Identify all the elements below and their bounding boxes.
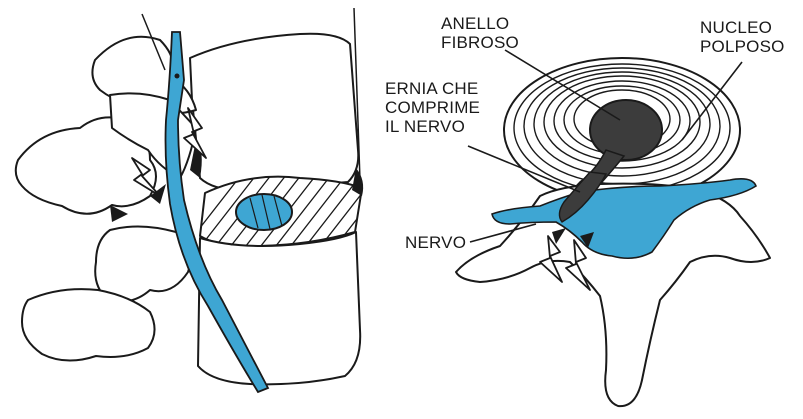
nerve-dot [175, 74, 180, 79]
label-ernia-line3: IL NERVO [385, 117, 480, 136]
label-ernia-line2: COMPRIME [385, 98, 480, 117]
label-ernia-line1: ERNIA CHE [385, 79, 480, 98]
lower-process [95, 226, 190, 301]
label-nervo: NERVO [405, 233, 466, 252]
nucleus-lateral [236, 194, 292, 230]
label-ernia: ERNIA CHE COMPRIME IL NERVO [385, 79, 480, 136]
label-anello-line2: FIBROSO [441, 33, 519, 52]
label-nucleo-polposo: NUCLEO POLPOSO [700, 18, 785, 56]
label-nucleo-line1: NUCLEO [700, 18, 785, 37]
lateral-spine-view [16, 34, 362, 385]
upper-vertebra [190, 34, 358, 191]
label-anello-line1: ANELLO [441, 14, 519, 33]
label-nucleo-line2: POLPOSO [700, 37, 785, 56]
label-anello-fibroso: ANELLO FIBROSO [441, 14, 519, 52]
